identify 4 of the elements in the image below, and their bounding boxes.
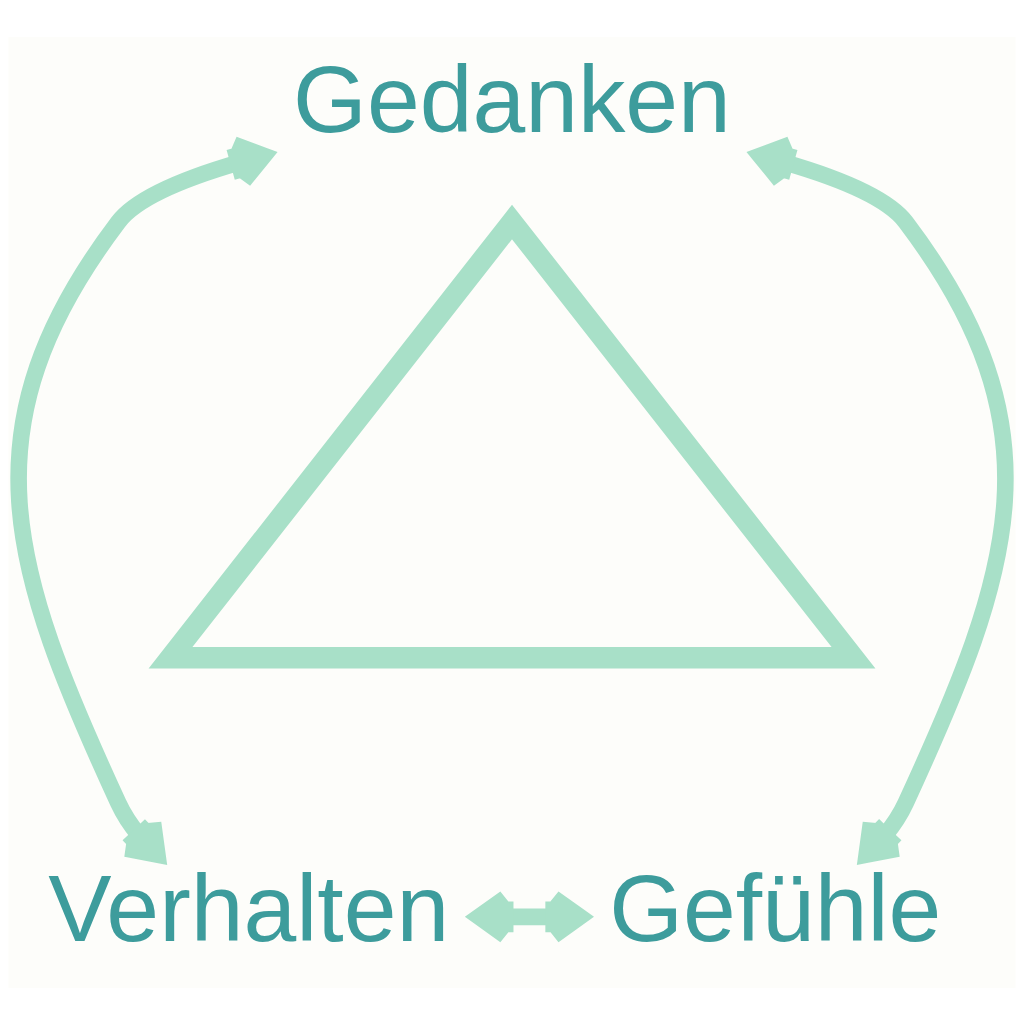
node-text: Gedanken <box>293 45 731 152</box>
node-triangle <box>148 204 876 668</box>
node-text: Verhalten <box>48 854 450 961</box>
node-text: Gefühle <box>609 854 942 961</box>
